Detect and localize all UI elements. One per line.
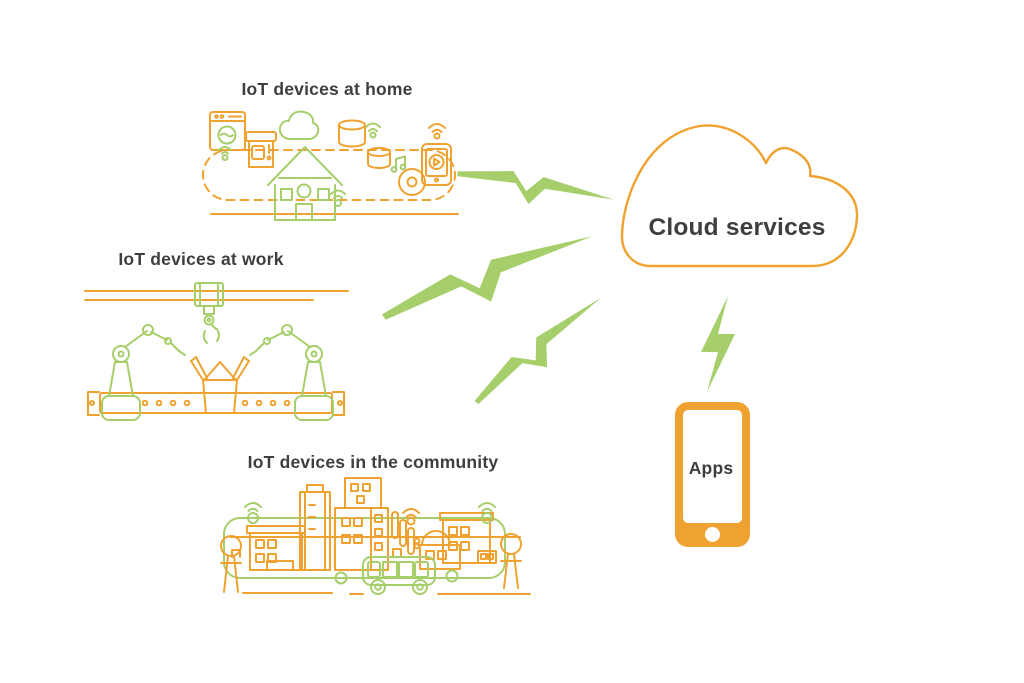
home-button [705,527,720,542]
cloud-services-shape [620,124,859,268]
bus-icon [362,556,436,595]
wifi-icon [365,122,381,139]
phone-icon [675,402,750,547]
wifi-icon [478,502,496,524]
home-illustration [202,110,459,221]
building-icon [299,484,331,571]
wifi-icon [218,146,232,161]
apps-label: Apps [688,458,734,478]
house-icon [267,146,343,221]
community-group-label: IoT devices in the community [247,452,499,472]
route-node [445,569,459,583]
media-player-icon [421,143,452,186]
lightning-bolt-icon [381,236,593,320]
smart-speaker-icon [367,147,391,169]
building-icon [391,511,421,558]
box-icon [190,356,250,414]
street-lamp-icon [220,535,242,593]
wifi-icon [428,123,446,140]
wifi-icon [244,502,262,524]
smart-speaker-icon [338,119,366,148]
robot-arm-icon [101,324,186,421]
route-loop [223,517,506,579]
route-node [334,571,348,585]
phone-screen [683,410,742,523]
wifi-icon [402,508,420,526]
music-note-icon [390,155,407,173]
building-icon [231,525,306,571]
wifi-icon [330,189,346,207]
building-icon [334,477,389,571]
work-group-label: IoT devices at work [118,249,284,269]
street-lamp-icon [500,533,522,589]
cloud-icon [278,110,320,140]
lightning-bolt-icon [474,297,601,404]
robot-arm-icon [249,324,334,421]
community-illustration [220,477,531,595]
gantry-robot-icon [194,282,224,344]
speaker-icon [398,168,426,196]
work-illustration [84,282,349,421]
lightning-bolt-icon [701,296,735,392]
lightning-bolt-icon [457,171,615,204]
cloud-services-label: Cloud services [648,214,826,241]
coffee-maker-icon [245,131,277,168]
home-group-label: IoT devices at home [241,79,413,99]
washing-machine-icon [209,111,246,151]
